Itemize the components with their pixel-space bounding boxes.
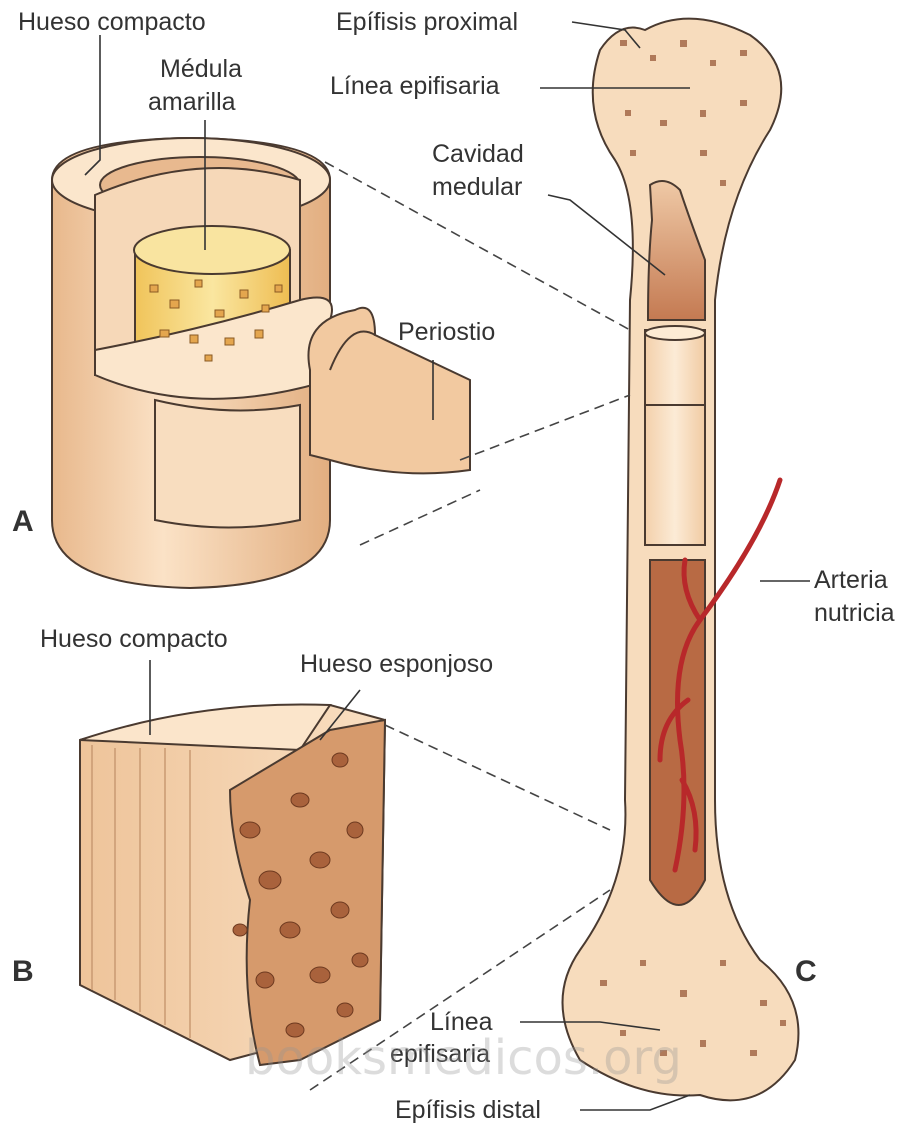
label-medula-amarilla-2: amarilla <box>148 88 236 116</box>
label-epifisis-distal: Epífisis distal <box>395 1096 541 1124</box>
panel-letter-a: A <box>12 505 34 539</box>
watermark: booksmedicos.org <box>245 1030 682 1086</box>
label-periostio: Periostio <box>398 318 495 346</box>
label-epifisis-proximal: Epífisis proximal <box>336 8 518 36</box>
label-cavidad-medular-2: medular <box>432 173 522 201</box>
label-hueso-compacto-b: Hueso compacto <box>40 625 228 653</box>
panel-c-long-bone <box>563 19 799 1101</box>
label-medula-amarilla-1: Médula <box>160 55 242 83</box>
label-arteria-nutricia-1: Arteria <box>814 566 888 594</box>
label-linea-epifisaria-top: Línea epifisaria <box>330 72 500 100</box>
panel-letter-c: C <box>795 955 817 989</box>
label-arteria-nutricia-2: nutricia <box>814 599 895 627</box>
panel-letter-b: B <box>12 955 34 989</box>
panel-a-cylinder <box>52 138 470 588</box>
label-hueso-esponjoso: Hueso esponjoso <box>300 650 493 678</box>
label-cavidad-medular-1: Cavidad <box>432 140 524 168</box>
label-hueso-compacto-a: Hueso compacto <box>18 8 206 36</box>
